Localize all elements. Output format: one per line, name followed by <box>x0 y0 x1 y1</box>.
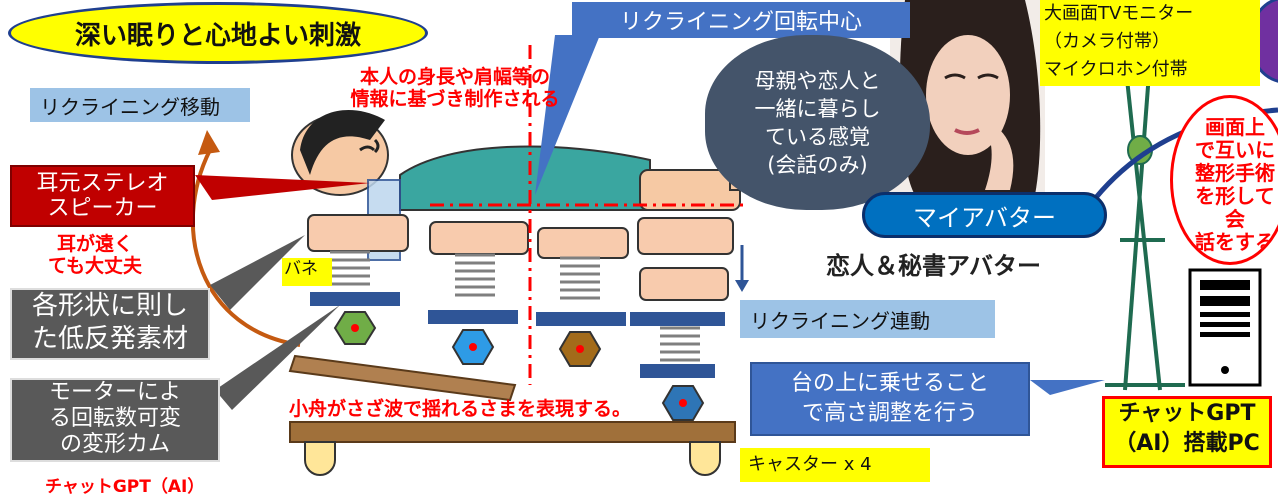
person-ear <box>373 138 380 154</box>
plate-1 <box>310 292 400 306</box>
cushion-4 <box>637 217 734 255</box>
cam-pointer <box>215 305 340 410</box>
cushion-2 <box>429 221 529 255</box>
cushion-5 <box>639 267 729 301</box>
plate-5 <box>640 364 715 378</box>
my-avatar-label: マイアバター <box>862 192 1107 238</box>
material-label: 各形状に則し た低反発素材 <box>10 288 210 360</box>
surgery-chat-note: 画面上 で互いに 整形手術 を形して会 話をする <box>1170 95 1278 265</box>
caster-left <box>304 441 336 476</box>
recline-move-label: リクライニング移動 <box>30 88 250 122</box>
springs <box>330 250 700 362</box>
height-adjust-label: 台の上に乗せること で高さ調整を行う <box>750 362 1030 436</box>
chatgpt-partial-label: チャットGPT（AI） <box>45 477 205 497</box>
recline-arc-arrow <box>190 149 301 347</box>
ear-speaker-label: 耳元ステレオ スピーカー <box>10 165 195 227</box>
person-body <box>399 145 651 211</box>
height-pointer <box>1030 380 1105 395</box>
cushion-3 <box>537 227 629 259</box>
casters-label: キャスター x 4 <box>740 448 930 482</box>
stand-rod-left <box>1123 59 1162 391</box>
person-hair <box>300 110 385 175</box>
body-fit-note: 本人の身長や肩幅等の 情報に基づき制作される <box>350 66 560 110</box>
center-pointer <box>535 35 600 195</box>
caster-right <box>689 441 721 476</box>
recline-arc-arrow-head <box>198 130 220 155</box>
monitor-label: 大画面TVモニター （カメラ付帯） マイクロホン付帯 <box>1040 0 1260 86</box>
ai-pc-label: チャットGPT （AI）搭載PC <box>1102 396 1272 468</box>
wooden-board-tilted <box>288 354 517 402</box>
boat-note: 小舟がさざ波で揺れるさまを表現する。 <box>288 398 631 420</box>
recline-link-label: リクライニング連動 <box>740 300 995 338</box>
person-eye <box>359 145 376 152</box>
material-pointer <box>210 235 305 310</box>
recline-center-label: リクライニング回転中心 <box>572 2 910 38</box>
woman-hand <box>985 130 1014 190</box>
ear-ok-note: 耳が遠く ても大丈夫 <box>47 233 143 277</box>
plate-3 <box>536 312 626 326</box>
stand-rod-right <box>1123 59 1152 391</box>
woman-face <box>926 35 1010 155</box>
speaker-pointer <box>195 175 370 200</box>
base-board <box>289 421 736 443</box>
cam-label: モーターによ る回転数可変 の変形カム <box>10 378 220 462</box>
spring-label: バネ <box>282 258 332 286</box>
header-title: 深い眠りと心地よい刺激 <box>8 2 428 64</box>
cushion-1 <box>307 214 409 252</box>
avatar-caption: 恋人＆秘書アバター <box>826 252 1042 280</box>
plate-4 <box>630 312 725 326</box>
conversation-bubble: 母親や恋人と 一緒に暮らし ている感覚 (会話のみ) <box>705 35 930 210</box>
plate-2 <box>428 310 518 324</box>
